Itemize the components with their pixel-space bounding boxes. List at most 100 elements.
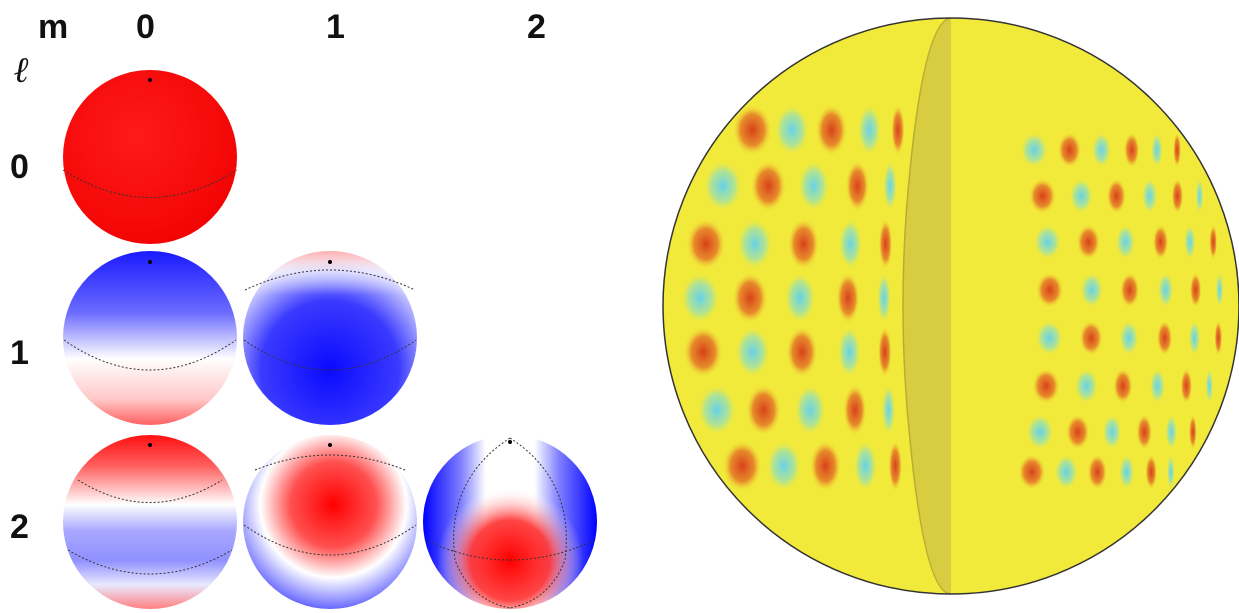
negative-lobe: [1115, 224, 1136, 260]
positive-lobe: [1032, 368, 1061, 404]
positive-lobe: [888, 440, 903, 492]
negative-lobe: [680, 272, 721, 324]
negative-lobe: [1205, 368, 1214, 404]
positive-lobe: [1209, 224, 1218, 260]
positive-lobe: [845, 160, 870, 212]
negative-lobe: [797, 160, 830, 212]
m-value-2: 2: [527, 8, 546, 46]
m-value-0: 0: [136, 8, 155, 46]
positive-lobe: [683, 326, 724, 378]
negative-lobe: [736, 218, 773, 270]
positive-lobe: [890, 104, 905, 156]
negative-lobe: [773, 104, 810, 156]
negative-lobe: [696, 384, 737, 436]
positive-lobe: [1079, 320, 1104, 356]
positive-lobe: [1156, 320, 1173, 356]
sphere-l1-m0-icon: [63, 251, 237, 425]
negative-lobe: [1183, 224, 1196, 260]
negative-lobe: [1195, 178, 1204, 214]
negative-lobe: [1165, 414, 1178, 450]
positive-lobe: [1065, 414, 1090, 450]
negative-lobe: [838, 218, 863, 270]
positive-lobe: [1106, 178, 1127, 214]
ell-value-0: 0: [10, 148, 29, 186]
positive-lobe: [732, 104, 773, 156]
negative-lobe: [1091, 132, 1112, 168]
positive-lobe: [750, 160, 787, 212]
positive-lobe: [815, 104, 848, 156]
positive-lobe: [745, 384, 782, 436]
positive-lobe: [1035, 272, 1064, 308]
positive-lobe: [1057, 132, 1082, 168]
positive-lobe: [685, 218, 726, 270]
negative-lobe: [1074, 368, 1099, 404]
negative-lobe: [1157, 272, 1174, 308]
positive-lobe: [809, 440, 842, 492]
negative-lobe: [1118, 454, 1135, 490]
positive-lobe: [877, 326, 892, 378]
positive-lobe: [1214, 320, 1223, 356]
positive-lobe: [1136, 414, 1153, 450]
negative-lobe: [1215, 272, 1224, 308]
negative-lobe: [794, 384, 827, 436]
negative-lobe: [1188, 320, 1201, 356]
negative-lobe: [1166, 454, 1175, 490]
positive-lobe: [1145, 454, 1158, 490]
positive-lobe: [1152, 224, 1169, 260]
positive-lobe: [1171, 178, 1184, 214]
sphere-l2-m0-icon: [63, 435, 237, 609]
oscillating-star-cutaway-icon: [662, 17, 1239, 595]
positive-lobe: [1112, 368, 1133, 404]
positive-lobe: [842, 384, 867, 436]
positive-lobe: [722, 440, 763, 492]
positive-lobe: [1123, 132, 1140, 168]
negative-lobe: [765, 440, 802, 492]
positive-lobe: [1173, 132, 1182, 168]
negative-lobe: [734, 326, 771, 378]
positive-lobe: [787, 218, 820, 270]
m-axis-label: m: [38, 8, 69, 46]
positive-lobe: [1076, 224, 1101, 260]
negative-lobe: [1118, 320, 1139, 356]
positive-lobe: [1017, 454, 1046, 490]
positive-lobe: [836, 272, 861, 324]
negative-lobe: [1101, 414, 1122, 450]
negative-lobe: [1079, 272, 1104, 308]
negative-lobe: [1054, 454, 1079, 490]
negative-lobe: [1149, 368, 1166, 404]
sphere-l2-m2-icon: [423, 435, 597, 609]
sphere-l0-m0-icon: [62, 70, 238, 244]
positive-lobe: [1188, 414, 1197, 450]
negative-lobe: [857, 104, 882, 156]
negative-lobe: [1069, 178, 1094, 214]
positive-lobe: [785, 326, 818, 378]
positive-lobe: [1180, 368, 1193, 404]
negative-lobe: [784, 272, 817, 324]
positive-lobe: [1119, 272, 1140, 308]
ell-value-2: 2: [10, 508, 29, 546]
negative-lobe: [1033, 224, 1062, 260]
wave-pattern-left: [680, 104, 905, 492]
negative-lobe: [853, 440, 878, 492]
positive-lobe: [1028, 178, 1057, 214]
negative-lobe: [1141, 178, 1158, 214]
negative-lobe: [702, 160, 743, 212]
negative-lobe: [1020, 132, 1049, 168]
ell-value-1: 1: [10, 334, 29, 372]
positive-lobe: [1087, 454, 1108, 490]
wave-pattern-right: [1017, 132, 1224, 490]
negative-lobe: [881, 384, 896, 436]
negative-lobe: [1026, 414, 1055, 450]
positive-lobe: [1189, 272, 1202, 308]
negative-lobe: [1150, 132, 1163, 168]
sphere-l2-m1-icon: [243, 435, 417, 609]
negative-lobe: [1035, 320, 1064, 356]
sphere-l1-m1-icon: [243, 251, 417, 425]
m-value-1: 1: [326, 8, 345, 46]
negative-lobe: [883, 160, 898, 212]
ell-axis-label: ℓ: [14, 49, 30, 91]
negative-lobe: [877, 272, 892, 324]
negative-lobe: [837, 326, 862, 378]
positive-lobe: [732, 272, 769, 324]
